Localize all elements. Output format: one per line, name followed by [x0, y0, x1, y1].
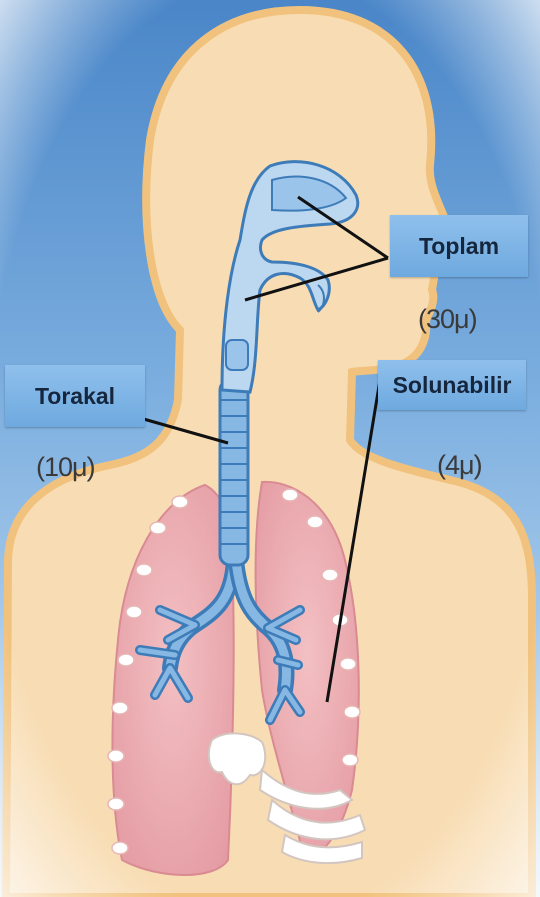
total-size: (30μ) — [418, 304, 477, 335]
thoracic-label: Torakal — [5, 365, 145, 427]
respirable-label: Solunabilir — [378, 360, 526, 410]
thoracic-size: (10μ) — [36, 452, 95, 483]
respirable-size: (4μ) — [437, 450, 482, 481]
total-label: Toplam — [390, 215, 528, 277]
